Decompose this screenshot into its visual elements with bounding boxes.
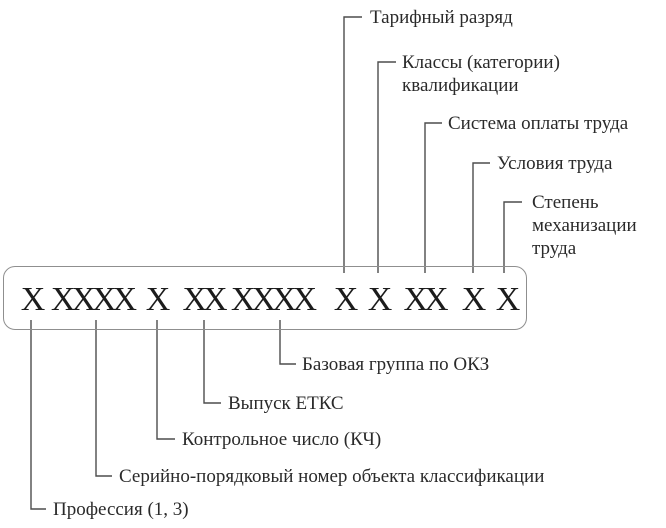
label-serial-number: Серийно-порядковый номер объекта классиф…: [119, 466, 545, 487]
label-profession: Профессия (1, 3): [53, 499, 189, 520]
connector-working-conditions: [472, 162, 490, 273]
label-tariff-grade: Тарифный разряд: [370, 7, 513, 28]
code-segment-qualification: X: [367, 281, 392, 318]
code-segment-work-conditions: X: [461, 281, 486, 318]
code-segment-control-number: X: [145, 281, 170, 318]
label-mechanization-degree: Степень механизации труда: [532, 192, 637, 259]
code-box: [3, 266, 527, 330]
label-working-conditions: Условия труда: [497, 153, 613, 174]
label-okz-base-group: Базовая группа по ОКЗ: [302, 354, 490, 375]
label-etks-issue: Выпуск ЕТКС: [228, 393, 344, 414]
connector-okz-base-group: [279, 320, 296, 365]
connector-etks-issue: [203, 320, 221, 404]
label-qualification-classes: Классы (категории) квалификации: [402, 52, 560, 96]
code-segment-pay-system: XX: [403, 281, 448, 318]
code-segment-etks-issue: XX: [182, 281, 227, 318]
connector-pay-system: [424, 122, 442, 273]
connector-control-number: [156, 320, 175, 440]
connector-qualification-classes: [377, 61, 396, 273]
connector-serial-number: [95, 320, 112, 477]
code-segment-profession: X: [20, 281, 45, 318]
label-pay-system: Система оплаты труда: [448, 113, 629, 134]
code-segment-serial-number: XXXX: [50, 281, 137, 318]
connector-tariff-grade: [343, 16, 362, 273]
code-segment-tariff-grade: X: [333, 281, 358, 318]
connector-mechanization-degree: [503, 201, 522, 273]
connector-profession: [30, 320, 46, 510]
code-segment-mechanization: X: [495, 281, 520, 318]
label-control-number: Контрольное число (КЧ): [182, 429, 382, 450]
code-segment-okz-base-group: XXXX: [230, 281, 317, 318]
